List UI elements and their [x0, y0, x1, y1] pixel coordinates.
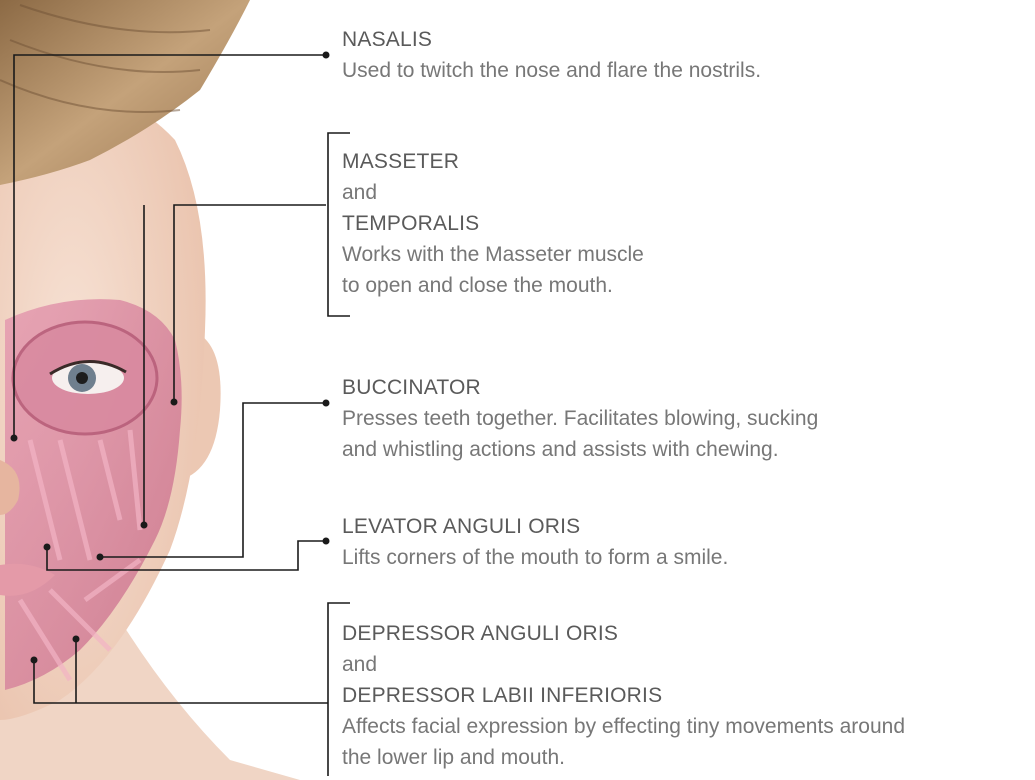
- buccinator-desc-2: and whistling actions and assists with c…: [342, 434, 818, 465]
- depressor-labii-title: DEPRESSOR LABII INFERIORIS: [342, 680, 905, 711]
- buccinator-title: BUCCINATOR: [342, 372, 818, 403]
- nasalis-desc: Used to twitch the nose and flare the no…: [342, 55, 761, 86]
- levator-desc: Lifts corners of the mouth to form a smi…: [342, 542, 728, 573]
- nasalis-title: NASALIS: [342, 24, 761, 55]
- buccinator-desc-1: Presses teeth together. Facilitates blow…: [342, 403, 818, 434]
- levator-block: LEVATOR ANGULI ORIS Lifts corners of the…: [342, 511, 728, 573]
- masseter-title: MASSETER: [342, 146, 644, 177]
- buccinator-dot: [97, 554, 104, 561]
- masseter-temporalis-block: MASSETER and TEMPORALIS Works with the M…: [342, 146, 644, 301]
- masseter-dot: [171, 399, 178, 406]
- levator-dot: [44, 544, 51, 551]
- nasalis-end-dot: [323, 52, 330, 59]
- depressors-block: DEPRESSOR ANGULI ORIS and DEPRESSOR LABI…: [342, 618, 905, 773]
- depressors-desc-2: the lower lip and mouth.: [342, 742, 905, 773]
- depressor-dot-2: [73, 636, 80, 643]
- levator-end-dot: [323, 538, 330, 545]
- buccinator-end-dot: [323, 400, 330, 407]
- buccinator-block: BUCCINATOR Presses teeth together. Facil…: [342, 372, 818, 465]
- eye-pupil: [76, 372, 88, 384]
- masseter-temporalis-desc-1: Works with the Masseter muscle: [342, 239, 644, 270]
- masseter-conj: and: [342, 177, 644, 208]
- depressor-anguli-title: DEPRESSOR ANGULI ORIS: [342, 618, 905, 649]
- levator-title: LEVATOR ANGULI ORIS: [342, 511, 728, 542]
- masseter-temporalis-desc-2: to open and close the mouth.: [342, 270, 644, 301]
- depressors-desc-1: Affects facial expression by effecting t…: [342, 711, 905, 742]
- temporalis-dot: [141, 522, 148, 529]
- temporalis-title: TEMPORALIS: [342, 208, 644, 239]
- nasalis-block: NASALIS Used to twitch the nose and flar…: [342, 24, 761, 86]
- depressors-conj: and: [342, 649, 905, 680]
- depressor-dot: [31, 657, 38, 664]
- nasalis-dot: [11, 435, 18, 442]
